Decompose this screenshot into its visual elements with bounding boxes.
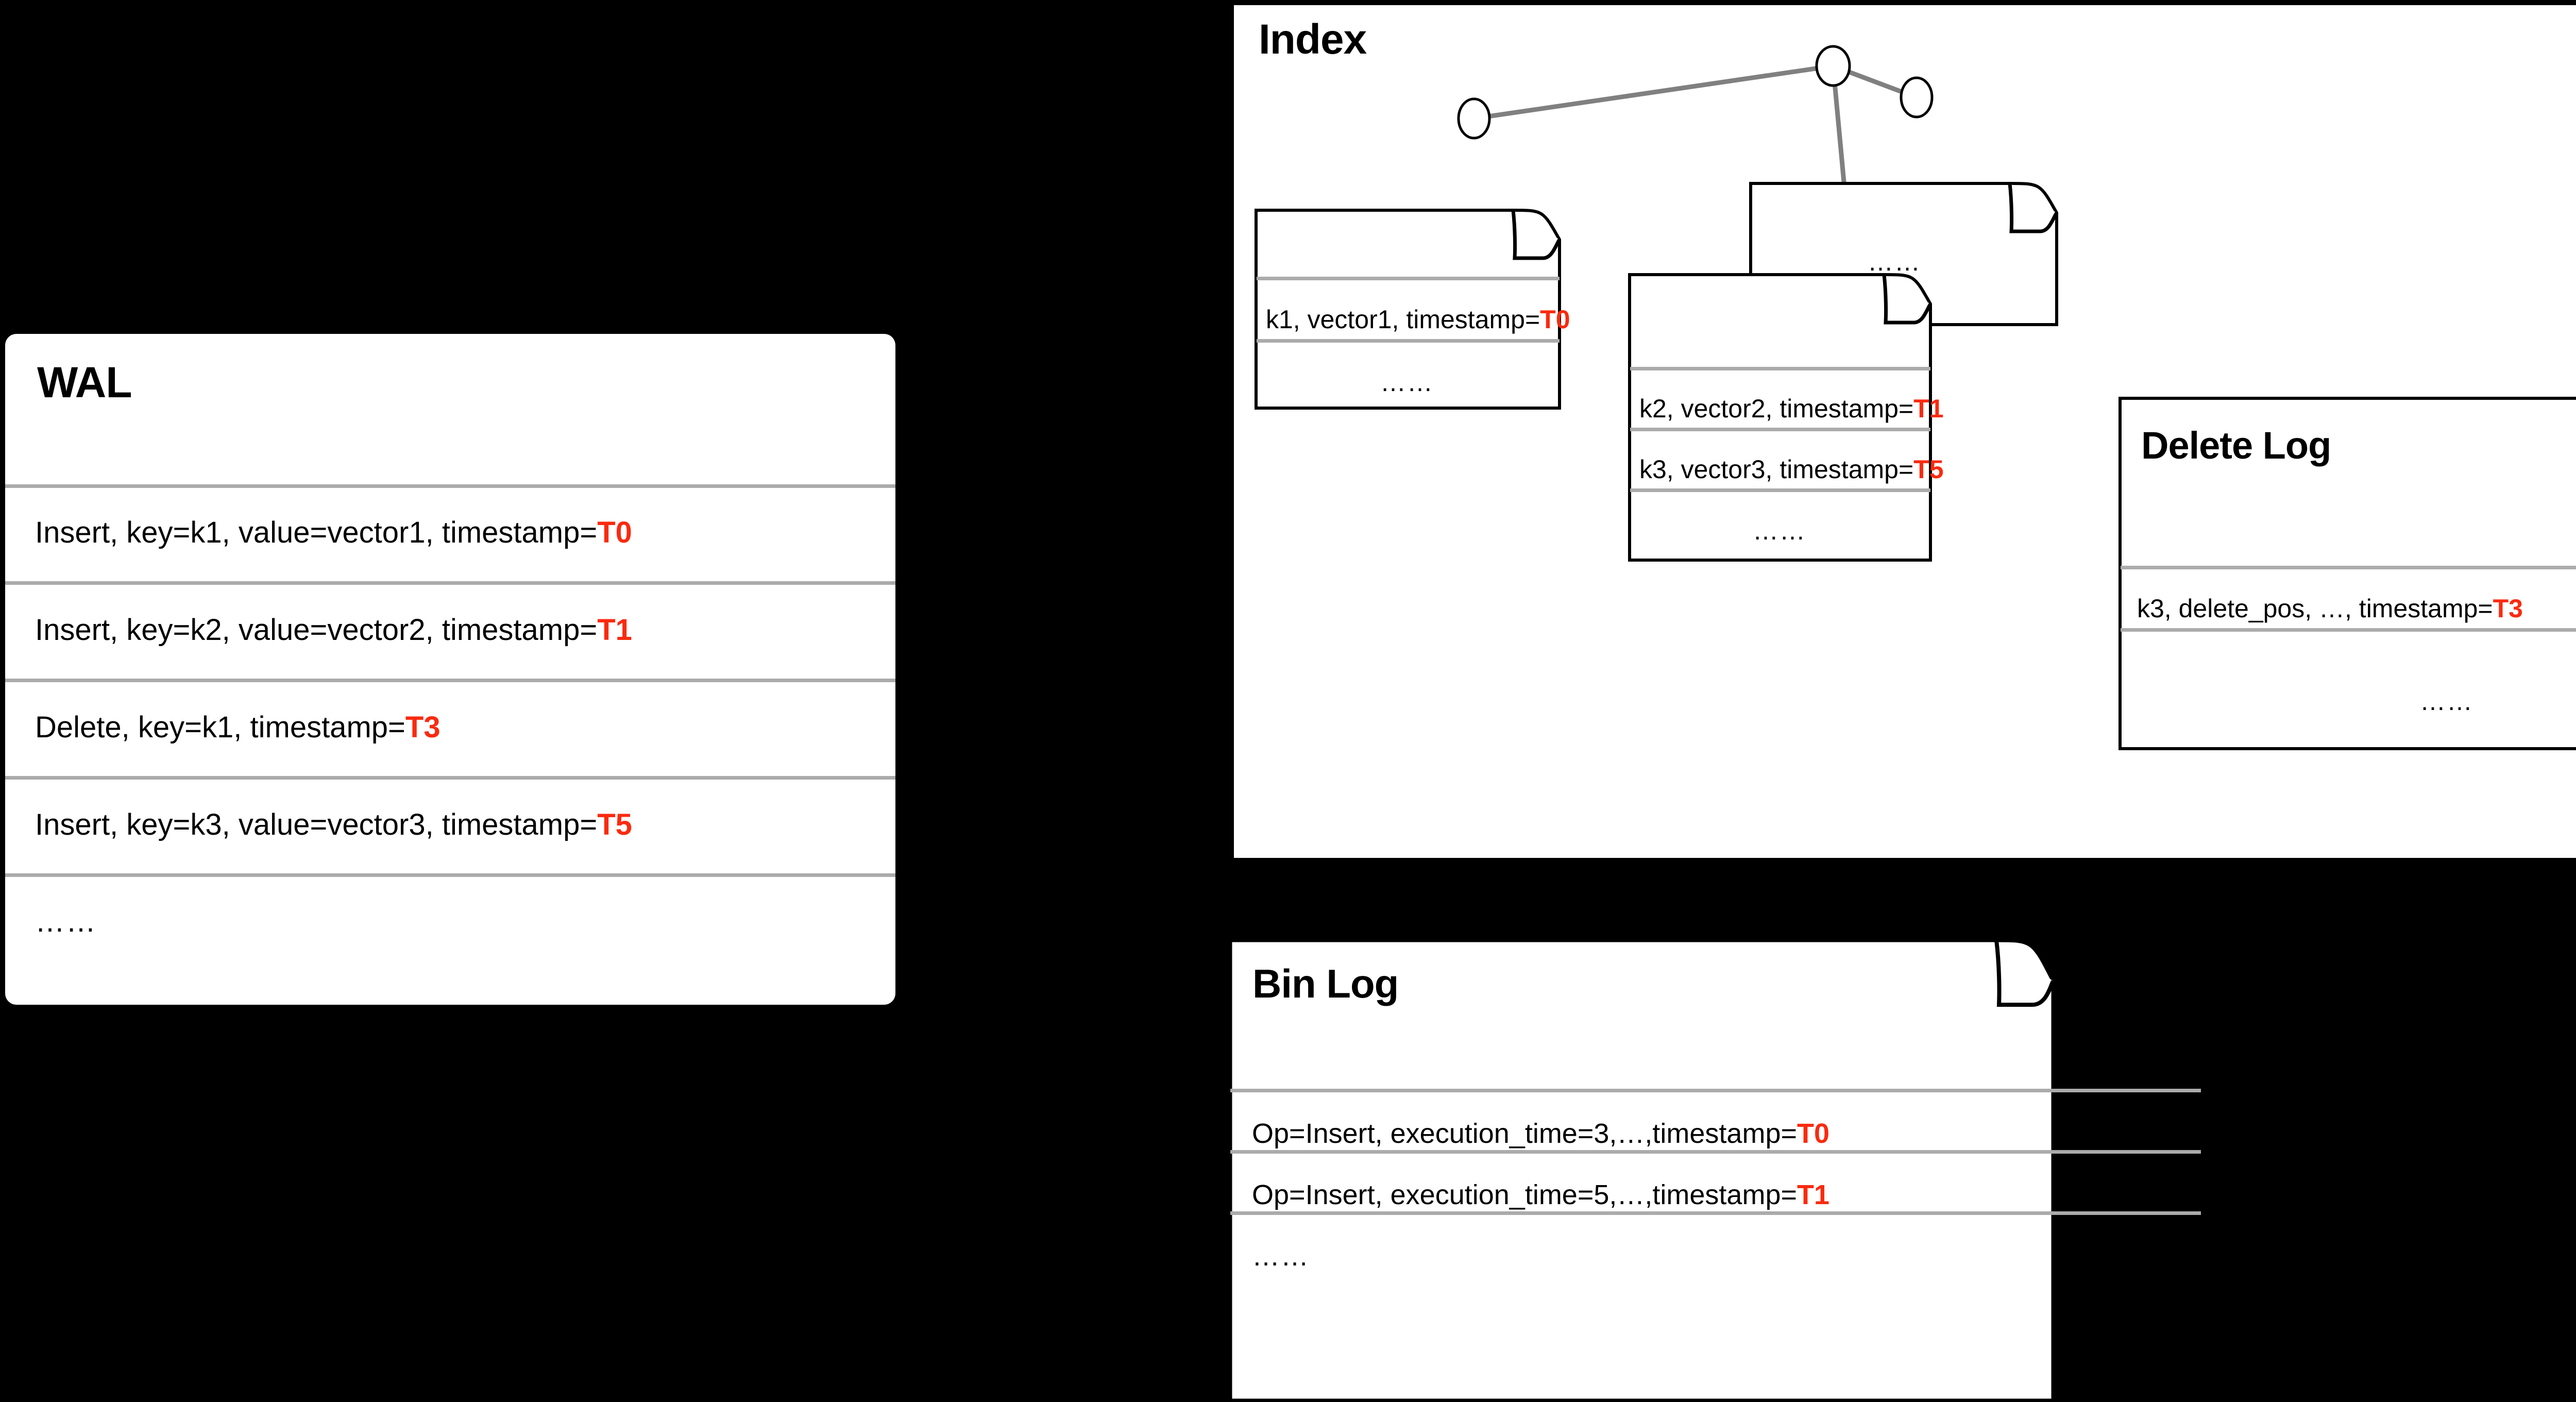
folded-doc-shape bbox=[1228, 938, 2055, 1402]
index-leaf-row-k3-text: k3, vector3, timestamp= bbox=[1639, 455, 1914, 484]
edge-root-to-right-child bbox=[1832, 63, 1918, 100]
card-divider bbox=[2121, 566, 2576, 569]
bin-log-entry-0: Op=Insert, execution_time=3,…,timestamp=… bbox=[1252, 1120, 1829, 1147]
wal-entry-2-timestamp: T3 bbox=[405, 711, 440, 744]
bin-log-title: Bin Log bbox=[1252, 961, 1399, 1006]
card-divider bbox=[1630, 367, 1930, 370]
wal-entry-3-text: Insert, key=k3, value=vector3, timestamp… bbox=[35, 808, 598, 841]
card-divider bbox=[1630, 488, 1930, 492]
wal-entry-3-timestamp: T5 bbox=[597, 808, 632, 841]
bin-log-entry-0-timestamp: T0 bbox=[1797, 1118, 1830, 1149]
wal-divider bbox=[5, 581, 895, 585]
wal-panel: WAL Insert, key=k1, value=vector1, times… bbox=[5, 334, 895, 1005]
bin-log-card: Bin Log Op=Insert, execution_time=3,…,ti… bbox=[1228, 938, 2202, 1402]
bin-log-entry-0-text: Op=Insert, execution_time=3,…,timestamp= bbox=[1252, 1118, 1798, 1149]
card-divider bbox=[1257, 277, 1560, 280]
index-panel: Index k1, vector1, timestamp=T0 …… bbox=[1234, 5, 2576, 858]
index-leaf-row-k2-timestamp: T1 bbox=[1913, 394, 1944, 423]
wal-ellipsis: …… bbox=[35, 905, 97, 938]
wal-entry-3: Insert, key=k3, value=vector3, timestamp… bbox=[35, 810, 632, 840]
wal-divider bbox=[5, 776, 895, 780]
wal-entry-0-text: Insert, key=k1, value=vector1, timestamp… bbox=[35, 516, 598, 549]
index-title: Index bbox=[1259, 16, 1367, 63]
wal-divider bbox=[5, 484, 895, 488]
index-leaf-card-k2-k3: k2, vector2, timestamp=T1 k3, vector3, t… bbox=[1628, 273, 1944, 562]
card-divider bbox=[1230, 1089, 2201, 1092]
index-leaf-row-k3: k3, vector3, timestamp=T5 bbox=[1639, 457, 1944, 482]
tree-node-right-child-icon bbox=[1900, 76, 1934, 119]
card-divider bbox=[1257, 339, 1560, 343]
index-leaf-row-k1: k1, vector1, timestamp=T0 bbox=[1266, 307, 1570, 332]
wal-entry-0: Insert, key=k1, value=vector1, timestamp… bbox=[35, 518, 632, 548]
wal-entry-1: Insert, key=k2, value=vector2, timestamp… bbox=[35, 615, 632, 645]
delete-log-card: Delete Log k3, delete_pos, …, timestamp=… bbox=[2119, 397, 2576, 750]
index-leaf-row-k3-timestamp: T5 bbox=[1913, 455, 1944, 484]
bin-log-entry-1-timestamp: T1 bbox=[1797, 1179, 1830, 1210]
delete-log-ellipsis: …… bbox=[2420, 687, 2473, 716]
index-leaf-k1-ellipsis: …… bbox=[1380, 368, 1434, 397]
index-leaf-k2k3-ellipsis: …… bbox=[1753, 516, 1806, 545]
folded-doc-shape bbox=[1255, 209, 1561, 410]
index-leaf-ellipsis: …… bbox=[1868, 247, 1921, 276]
wal-title: WAL bbox=[37, 358, 132, 407]
index-leaf-row-k2-text: k2, vector2, timestamp= bbox=[1639, 394, 1914, 423]
delete-log-row-0-text: k3, delete_pos, …, timestamp= bbox=[2137, 594, 2493, 623]
card-divider bbox=[2121, 628, 2576, 632]
index-leaf-row-k1-text: k1, vector1, timestamp= bbox=[1266, 305, 1540, 334]
delete-log-row-0-timestamp: T3 bbox=[2493, 594, 2523, 623]
index-leaf-card-k1: k1, vector1, timestamp=T0 …… bbox=[1255, 209, 1570, 410]
wal-entry-1-timestamp: T1 bbox=[597, 613, 632, 647]
bin-log-entry-1: Op=Insert, execution_time=5,…,timestamp=… bbox=[1252, 1181, 1829, 1209]
wal-divider bbox=[5, 679, 895, 682]
wal-entry-2: Delete, key=k1, timestamp=T3 bbox=[35, 713, 440, 742]
folded-doc-shape bbox=[2119, 397, 2576, 750]
card-divider bbox=[1230, 1150, 2201, 1154]
wal-entry-2-text: Delete, key=k1, timestamp= bbox=[35, 711, 405, 744]
wal-entry-0-timestamp: T0 bbox=[597, 516, 632, 549]
delete-log-row-0: k3, delete_pos, …, timestamp=T3 bbox=[2137, 596, 2523, 621]
delete-log-title: Delete Log bbox=[2141, 424, 2331, 467]
bin-log-ellipsis: …… bbox=[1252, 1241, 1310, 1272]
index-leaf-row-k2: k2, vector2, timestamp=T1 bbox=[1639, 396, 1944, 421]
index-leaf-row-k1-timestamp: T0 bbox=[1540, 305, 1570, 334]
wal-entry-1-text: Insert, key=k2, value=vector2, timestamp… bbox=[35, 613, 598, 647]
bin-log-entry-1-text: Op=Insert, execution_time=5,…,timestamp= bbox=[1252, 1179, 1798, 1210]
tree-node-root-icon bbox=[1815, 45, 1851, 87]
tree-node-left-child-icon bbox=[1457, 97, 1491, 140]
card-divider bbox=[1230, 1211, 2201, 1215]
edge-root-to-left-child bbox=[1473, 63, 1834, 121]
card-divider bbox=[1630, 428, 1930, 431]
wal-divider bbox=[5, 873, 895, 877]
